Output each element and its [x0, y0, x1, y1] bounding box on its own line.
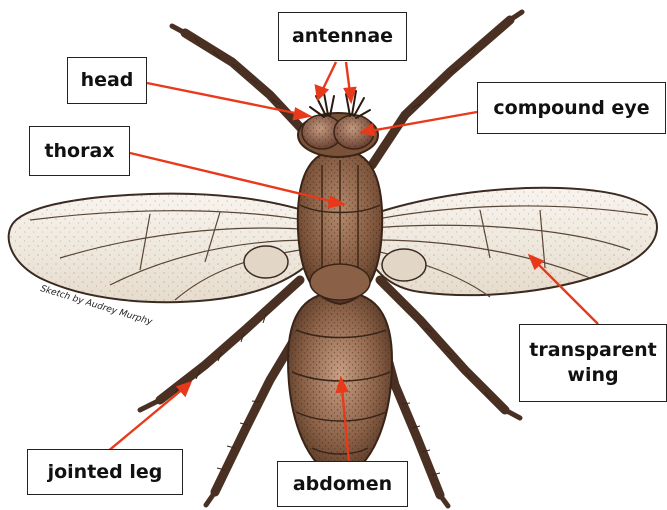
label-thorax: thorax	[29, 126, 130, 176]
label-abdomen: abdomen	[277, 461, 408, 507]
head-shape	[298, 113, 378, 157]
arrow-compound-eye	[370, 112, 477, 131]
label-transparent-wing-line1: transparent	[529, 338, 656, 363]
label-jointed-leg: jointed leg	[27, 449, 183, 495]
label-compound-eye: compound eye	[477, 82, 666, 134]
label-antennae: antennae	[278, 12, 407, 61]
label-transparent-wing: transparent wing	[519, 324, 667, 402]
label-transparent-wing-line2: wing	[567, 363, 618, 388]
thorax-shape	[298, 150, 382, 304]
arrow-jointed-leg	[107, 388, 184, 452]
label-head: head	[67, 57, 147, 104]
arrow-antennae-left	[322, 62, 336, 91]
